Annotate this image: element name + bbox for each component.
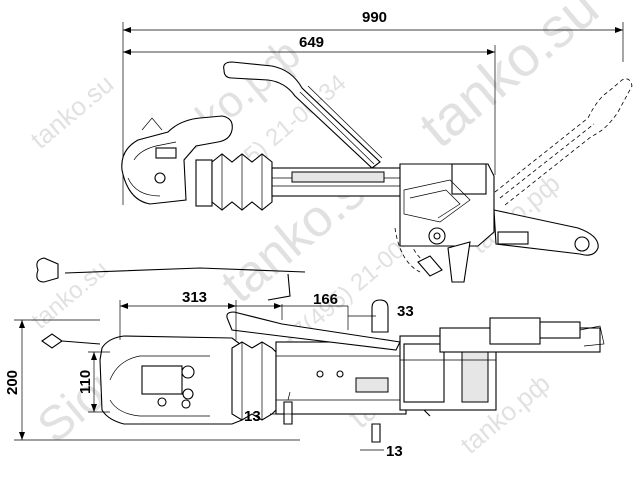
- dim-990: 990: [362, 9, 387, 26]
- dim-13-left: 13: [244, 408, 261, 425]
- plan-dimensions: 313 166 33 200 110 13 13: [4, 289, 414, 460]
- dim-313: 313: [182, 289, 207, 306]
- watermark-1: tanko.su: [25, 68, 120, 154]
- dim-110: 110: [77, 370, 94, 394]
- dim-200: 200: [4, 370, 21, 395]
- dim-13-right: 13: [386, 443, 403, 460]
- bellows-side: [195, 153, 273, 211]
- top-dimensions: 990 649: [122, 9, 624, 205]
- dim-649: 649: [299, 34, 324, 51]
- plan-view: [41, 299, 605, 443]
- dim-166: 166: [313, 291, 338, 308]
- dim-33: 33: [397, 303, 414, 320]
- side-view: [36, 61, 633, 301]
